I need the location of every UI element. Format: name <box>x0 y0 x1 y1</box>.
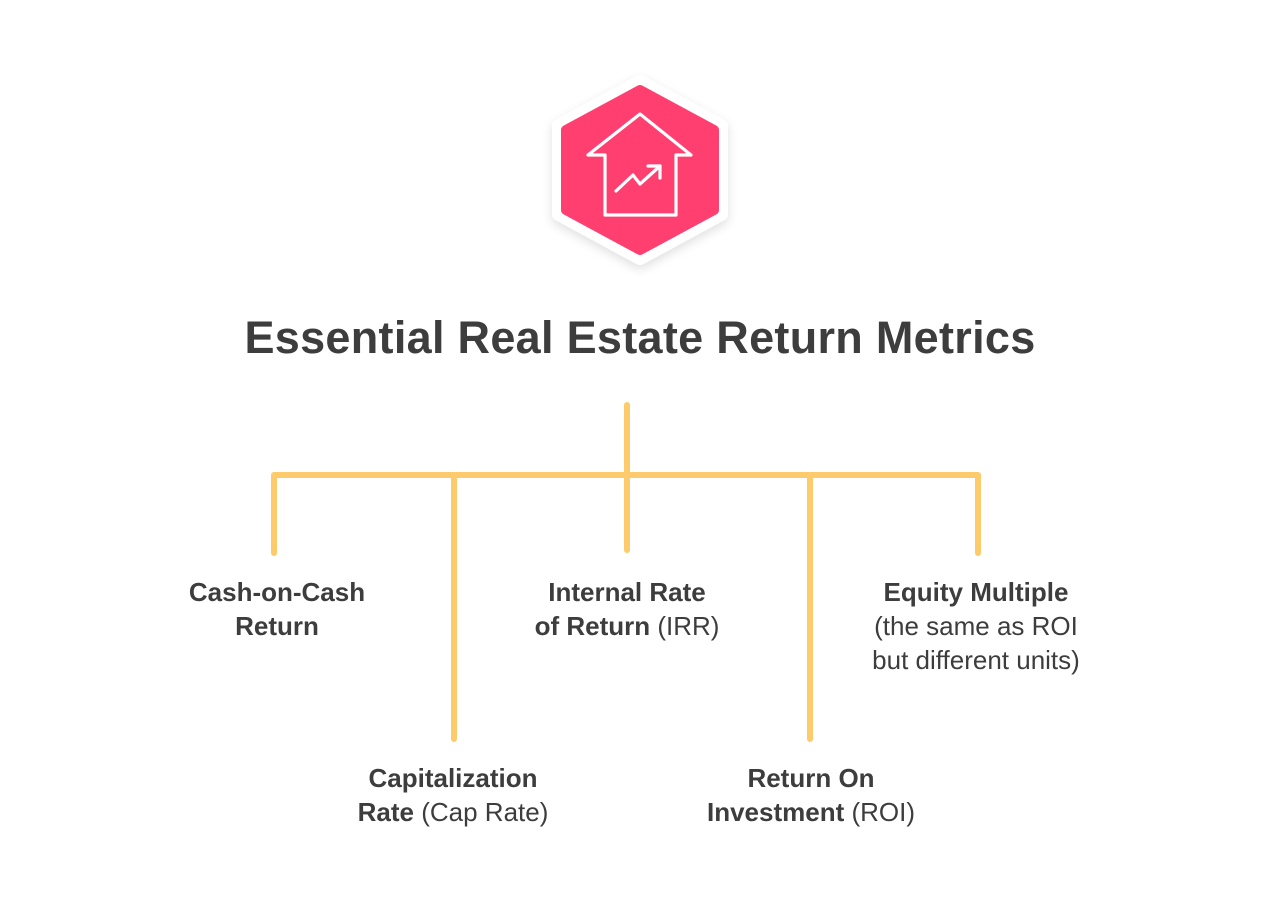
page-title: Essential Real Estate Return Metrics <box>244 312 1036 363</box>
metric-equity-multiple: Equity Multiple (the same as ROI but dif… <box>872 577 1080 675</box>
house-growth-icon <box>552 75 728 265</box>
metric-roi: Return On Investment (ROI) <box>706 763 916 827</box>
trend-arrow-head <box>646 164 662 180</box>
house-outline <box>586 112 693 217</box>
metric-cap-rate: Capitalization Rate (Cap Rate) <box>357 763 549 827</box>
metric-irr: Internal Rate of Return (IRR) <box>534 577 720 641</box>
metric-cash-on-cash: Cash-on-Cash Return <box>188 577 366 641</box>
trend-arrow <box>614 164 662 193</box>
